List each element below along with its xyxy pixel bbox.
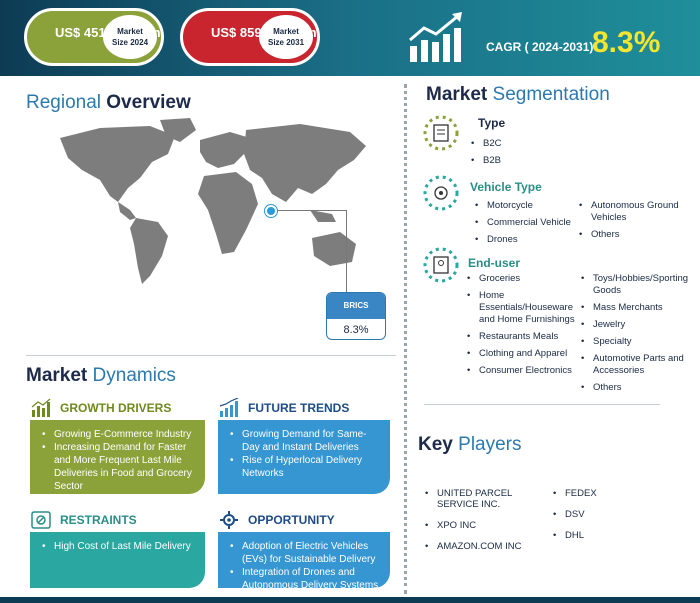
list-item: FEDEX (552, 488, 632, 499)
growth-drivers-card: Growing E-Commerce Industry Increasing D… (30, 420, 205, 494)
list-item: Motorcycle (474, 200, 580, 212)
regional-overview-title: Regional Overview (26, 92, 191, 113)
market-segmentation-title: Market Segmentation (426, 84, 610, 105)
growth-drivers-header: GROWTH DRIVERS (30, 398, 171, 418)
gear-icon (220, 511, 238, 529)
list-item: Toys/Hobbies/Sporting Goods (580, 273, 696, 297)
end-user-icon (423, 247, 459, 283)
callout-leader-line (346, 210, 347, 292)
vehicle-type-heading: Vehicle Type (470, 180, 542, 194)
growth-chart-icon (409, 12, 462, 62)
list-item: Others (578, 229, 696, 241)
list-item: Adoption of Electric Vehicles (EVs) for … (230, 540, 380, 566)
list-item: Groceries (466, 273, 584, 285)
key-players-list-col2: FEDEX DSV DHL (552, 488, 632, 551)
section-divider (26, 355, 396, 356)
list-item: Drones (474, 234, 580, 246)
end-user-list-col2: Toys/Hobbies/Sporting Goods Mass Merchan… (580, 273, 696, 399)
list-item: Jewelry (580, 319, 696, 331)
map-brics-marker (265, 205, 277, 217)
list-item: Growing E-Commerce Industry (42, 428, 195, 441)
world-map (60, 118, 366, 284)
header-banner: US$ 45129.66 Mn Market Size 2024 US$ 859… (0, 0, 700, 76)
opportunity-header: OPPORTUNITY (218, 510, 335, 530)
list-item: Specialty (580, 336, 696, 348)
cagr-value: 8.3% (592, 26, 661, 59)
list-item: DHL (552, 530, 632, 541)
list-item: Home Essentials/Houseware and Home Furni… (466, 290, 584, 326)
key-players-list-col1: UNITED PARCEL SERVICE INC. XPO INC AMAZO… (424, 488, 552, 562)
vehicle-type-icon (423, 175, 459, 211)
brics-callout-value: 8.3% (343, 324, 369, 336)
bar-chart-icon (31, 398, 51, 417)
column-divider (404, 84, 407, 594)
list-item: Restaurants Meals (466, 331, 584, 343)
end-user-list-col1: Groceries Home Essentials/Houseware and … (466, 273, 584, 382)
vehicle-type-list-col1: Motorcycle Commercial Vehicle Drones (474, 200, 580, 251)
list-item: Autonomous Ground Vehicles (578, 200, 696, 224)
key-players-title: Key Players (418, 434, 522, 455)
list-item: B2C (470, 138, 570, 150)
list-item: AMAZON.COM INC (424, 541, 552, 552)
vehicle-type-list-col2: Autonomous Ground Vehicles Others (578, 200, 696, 246)
type-heading: Type (478, 116, 506, 130)
list-item: UNITED PARCEL SERVICE INC. (424, 488, 552, 510)
market-size-2031-pill: US$ 85943.21 Mn Market Size 2031 (180, 8, 320, 66)
brics-callout: BRICS 8.3% (326, 292, 386, 340)
market-size-2031-badge: Market Size 2031 (259, 15, 313, 59)
type-list: B2C B2B (470, 138, 570, 172)
restraints-card: High Cost of Last Mile Delivery (30, 532, 205, 588)
restraint-icon (31, 511, 51, 529)
trend-chart-icon (219, 398, 239, 417)
list-item: Mass Merchants (580, 302, 696, 314)
callout-leader-line (277, 210, 347, 211)
end-user-heading: End-user (468, 256, 521, 270)
type-icon (423, 115, 459, 151)
market-size-2024-pill: US$ 45129.66 Mn Market Size 2024 (24, 8, 164, 66)
list-item: Clothing and Apparel (466, 348, 584, 360)
list-item: Rise of Hyperlocal Delivery Networks (230, 454, 380, 480)
restraints-header: RESTRAINTS (30, 510, 137, 530)
footer-bar (0, 597, 700, 603)
opportunity-card: Adoption of Electric Vehicles (EVs) for … (218, 532, 390, 591)
list-item: Commercial Vehicle (474, 217, 580, 229)
list-item: DSV (552, 509, 632, 520)
brics-callout-name: BRICS (327, 293, 385, 319)
list-item: Increasing Demand for Faster and More Fr… (42, 441, 195, 493)
list-item: Automotive Parts and Accessories (580, 353, 696, 377)
cagr-label: CAGR ( 2024-2031) (486, 40, 594, 54)
section-divider (424, 404, 660, 405)
list-item: XPO INC (424, 520, 552, 531)
future-trends-header: FUTURE TRENDS (218, 398, 349, 418)
list-item: Others (580, 382, 696, 394)
market-dynamics-title: Market Dynamics (26, 365, 176, 386)
list-item: B2B (470, 155, 570, 167)
market-size-2024-badge: Market Size 2024 (103, 15, 157, 59)
future-trends-card: Growing Demand for Same-Day and Instant … (218, 420, 390, 494)
list-item: Consumer Electronics (466, 365, 584, 377)
list-item: High Cost of Last Mile Delivery (42, 540, 195, 553)
list-item: Growing Demand for Same-Day and Instant … (230, 428, 380, 454)
list-item: Integration of Drones and Autonomous Del… (230, 566, 380, 592)
